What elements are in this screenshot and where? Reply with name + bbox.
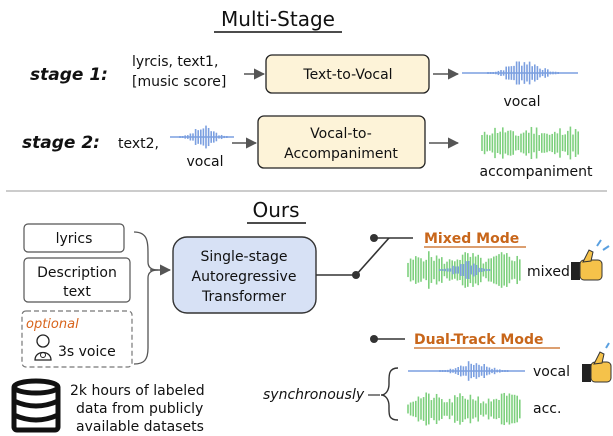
- dual-vocal-label: vocal: [533, 364, 570, 380]
- ours-title: Ours: [252, 198, 299, 222]
- stage2-input-audio-label: vocal: [186, 154, 223, 170]
- stage2-output-label: accompaniment: [479, 164, 593, 180]
- model-line1: Single-stage: [201, 249, 288, 265]
- stage2-accompaniment-waveform: [481, 126, 580, 160]
- inputs-brace: [133, 231, 159, 365]
- vocal-to-accompaniment-line1: Vocal-to-: [310, 126, 372, 142]
- voice-input-label: 3s voice: [58, 344, 116, 360]
- stage2-input-text: text2,: [118, 136, 159, 152]
- mixed-mode-title: Mixed Mode: [424, 231, 519, 247]
- mixed-output-label: mixed: [527, 264, 570, 280]
- optional-label: optional: [26, 317, 79, 332]
- mixed-vocal-waveform: [439, 260, 491, 280]
- dataset-line3: available datasets: [76, 419, 204, 435]
- description-input-line1: Description: [37, 265, 117, 281]
- stage1-output-label: vocal: [503, 94, 540, 110]
- lyrics-input-box: [23, 223, 125, 253]
- dual-vocal-waveform: [408, 361, 525, 381]
- dataset-line1: 2k hours of labeled: [70, 383, 205, 399]
- optional-voice-box: [21, 310, 133, 368]
- stage1-label: stage 1:: [30, 65, 108, 85]
- person-voice-icon: [34, 334, 52, 361]
- description-input-box: [23, 257, 131, 303]
- lyrics-input-label: lyrics: [56, 231, 93, 247]
- thumbs-up-icon: [571, 239, 610, 281]
- switch-lever: [355, 237, 390, 276]
- multistage-title: Multi-Stage: [221, 7, 335, 31]
- dual-accompaniment-waveform: [407, 392, 521, 426]
- database-icon: [11, 378, 61, 433]
- dual-track-mode-title: Dual-Track Mode: [414, 332, 544, 348]
- text-to-vocal-box: [265, 54, 430, 94]
- stage2-label: stage 2:: [22, 133, 100, 153]
- synchronously-label: synchronously: [263, 387, 365, 403]
- model-line2: Autoregressive: [192, 269, 297, 285]
- stage2-input-vocal-waveform: [170, 125, 234, 149]
- dual-track-brace: [380, 367, 399, 421]
- stage1-inputs-line1: lyrcis, text1,: [132, 54, 218, 70]
- text-to-vocal-label: Text-to-Vocal: [302, 67, 392, 83]
- stage1-vocal-waveform: [462, 61, 578, 85]
- model-line3: Transformer: [201, 289, 286, 305]
- stage1-inputs-line2: [music score]: [132, 74, 226, 90]
- vocal-to-accompaniment-line2: Accompaniment: [284, 146, 398, 162]
- description-input-line2: text: [63, 284, 91, 300]
- mixed-accompaniment-waveform: [407, 251, 521, 289]
- dual-acc-label: acc.: [533, 401, 561, 417]
- thumbs-up-icon: [582, 342, 612, 383]
- dataset-line2: data from publicly: [76, 401, 203, 417]
- vocal-to-accompaniment-box: [257, 115, 426, 169]
